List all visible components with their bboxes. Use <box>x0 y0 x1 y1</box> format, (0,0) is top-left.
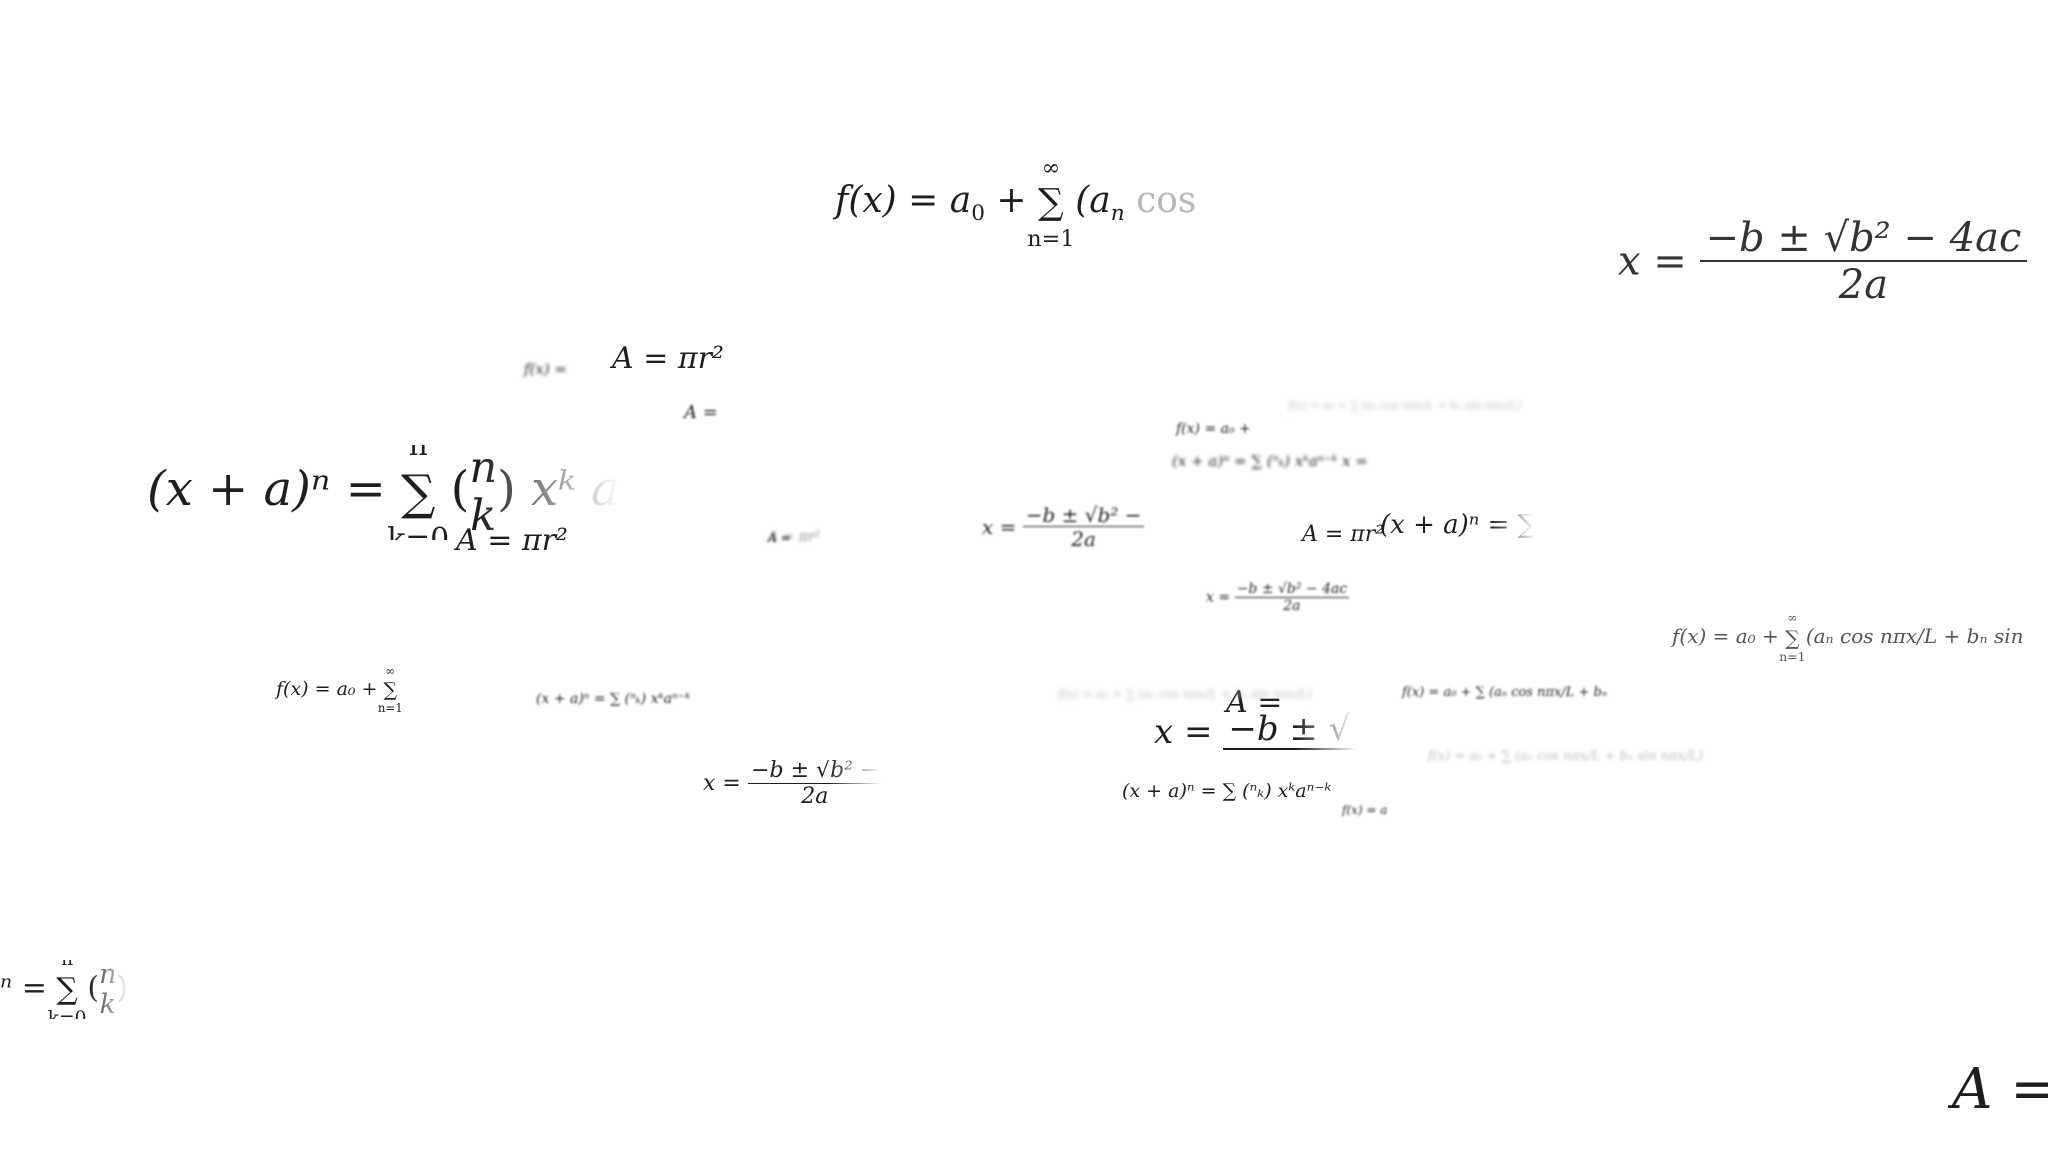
fourier-formula-top-center: f(x) = a₀ + ∑ (aₙ cos nπx/L + bₙ sin nπx… <box>1288 399 1521 412</box>
area-formula-over-quadratic: A = <box>1226 685 1283 720</box>
quadratic-formula-big-center: x = −b ± √ <box>1154 712 1356 752</box>
binomial-formula-mid-center: (x + a)ⁿ = ∑ (ⁿₖ) xᵏaⁿ⁻ᵏ x = <box>1172 452 1368 470</box>
fourier-formula-left-small: f(x) = a₀ + ∞∑n=1 <box>276 663 403 716</box>
fourier-formula-small-right: f(x) = a₀ + ∑ (aₙ cos nπx/L + bₙ <box>1402 685 1608 700</box>
area-formula-tiny-center: A = <box>768 531 791 545</box>
quadratic-formula-center-left: x = −b ± √b² −2a <box>982 505 1145 549</box>
area-formula-bottom-right: A = <box>1952 1057 2048 1122</box>
area-formula-small: A = πr² <box>612 341 724 376</box>
fourier-formula-mid-center: f(x) = a₀ + <box>1176 421 1251 437</box>
summation-symbol: n∑k=0 <box>387 428 450 558</box>
fourier-formula-tiny: f(x) = <box>524 360 568 378</box>
area-formula-faint: A = πr² <box>768 529 821 545</box>
area-formula-tiny: A = <box>684 402 718 423</box>
area-formula-center: A = πr² <box>1302 522 1385 547</box>
fourier-formula-right: f(x) = a₀ + ∞∑n=1 (aₙ cos nπx/L + bₙ sin <box>1672 610 2024 665</box>
fourier-formula-tiny-bottom: f(x) = a <box>1342 803 1388 817</box>
binomial-formula-center: (x + a)ⁿ = ∑ <box>1380 510 1537 540</box>
fourier-formula-top: f(x) = a0 + ∞∑n=1 (an cos <box>835 155 1197 252</box>
summation-symbol: ∞∑n=1 <box>1779 610 1806 665</box>
summation-symbol: ∞∑n=1 <box>1027 155 1075 252</box>
binomial-formula-bottom-center: (x + a)ⁿ = ∑ (ⁿₖ) xᵏaⁿ⁻ᵏ <box>1122 780 1332 802</box>
area-formula-mid-left: A = πr² <box>456 523 568 558</box>
fourier-formula-faint-center: f(x) = a₀ + ∑ (aₙ cos nπx/L + bₙ sin nπx… <box>1058 687 1312 701</box>
quadratic-formula-bottom: x = −b ± √b² −2a <box>703 759 882 808</box>
fourier-formula-faint-right: f(x) = a₀ + ∑ (aₙ cos nπx/L + bₙ sin nπx… <box>1428 749 1703 764</box>
binomial-formula-left-small: (x + a)ⁿ = ∑ (ⁿₖ) xᵏaⁿ⁻ᵏ <box>536 691 691 707</box>
